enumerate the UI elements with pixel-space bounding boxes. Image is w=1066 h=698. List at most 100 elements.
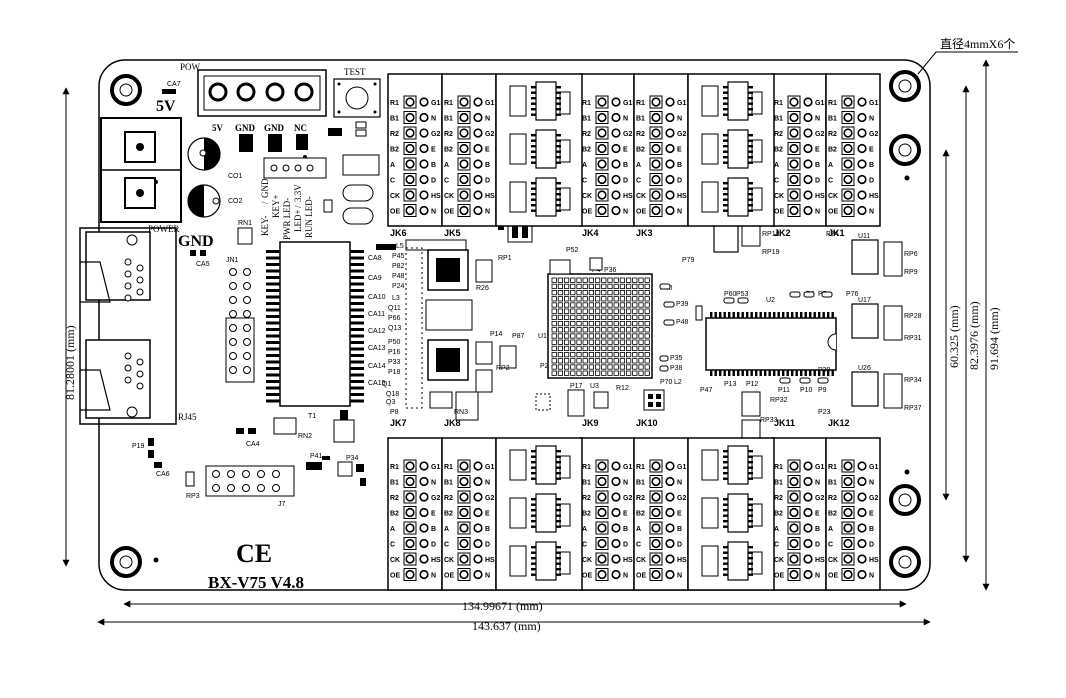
svg-text:RP3: RP3	[186, 493, 200, 500]
svg-text:P74: P74	[826, 231, 839, 238]
svg-text:RP9: RP9	[904, 269, 918, 276]
pin-label: C	[582, 542, 587, 549]
svg-text:P41: P41	[310, 453, 323, 460]
dimension-lines	[62, 51, 1018, 626]
pin-label: N	[623, 573, 628, 580]
pin-label: R2	[582, 495, 591, 502]
pin-label: CK	[636, 557, 646, 564]
status-labels: KEY- / GND KEY+ PWR LED- LED+ / 3.3V RUN…	[260, 178, 314, 240]
pin-label: HS	[431, 193, 441, 200]
transformer-t1	[266, 241, 364, 407]
connector-label: JK9	[582, 418, 599, 428]
power-terminal	[197, 69, 327, 117]
chip-u2	[705, 312, 837, 376]
pin-label: R1	[444, 100, 453, 107]
pin-label: G1	[677, 464, 686, 471]
pin-label: HS	[485, 557, 495, 564]
pin-label: E	[815, 147, 820, 154]
svg-text:CA8: CA8	[368, 255, 382, 262]
pin-label: B2	[444, 511, 453, 518]
pin-label: D	[869, 542, 874, 549]
pin-label: B2	[774, 511, 783, 518]
pin-label: D	[815, 178, 820, 185]
connector-label: JK3	[636, 228, 653, 238]
pin-label: B1	[582, 480, 591, 487]
pin-label: HS	[869, 557, 879, 564]
pin-label: C	[636, 178, 641, 185]
pin-label: A	[390, 162, 395, 169]
pin-label: B1	[582, 116, 591, 123]
pin-label: B	[623, 526, 628, 533]
pin-label: G1	[869, 464, 878, 471]
pin-label: E	[431, 147, 436, 154]
pin-label: OE	[582, 573, 592, 580]
pin-label: B	[815, 162, 820, 169]
pin-label: D	[485, 542, 490, 549]
buffer-chip-column	[687, 73, 775, 227]
test-button	[333, 78, 381, 118]
pin-label: R2	[774, 131, 783, 138]
pin-label: C	[444, 542, 449, 549]
svg-text:CO2: CO2	[228, 198, 243, 205]
pin-label: D	[815, 542, 820, 549]
ce-mark: CE	[236, 539, 272, 568]
pin-label: D	[677, 178, 682, 185]
svg-text:P35: P35	[670, 355, 683, 362]
svg-text:KEY-: KEY-	[260, 216, 270, 237]
svg-text:KEY+: KEY+	[271, 194, 281, 218]
svg-text:CA14: CA14	[368, 363, 386, 370]
pin-label: OE	[582, 209, 592, 216]
pin-label: B2	[582, 511, 591, 518]
pin-label: OE	[828, 209, 838, 216]
svg-text:JN1: JN1	[226, 257, 239, 264]
pin-label: B	[623, 162, 628, 169]
pin-label: G2	[869, 495, 878, 502]
svg-text:P33: P33	[388, 359, 401, 366]
pin-label: C	[774, 178, 779, 185]
pin-label: N	[623, 480, 628, 487]
pin-label: R2	[636, 131, 645, 138]
pin-label: E	[485, 147, 490, 154]
pin-label: R2	[444, 131, 453, 138]
pin-label: CK	[636, 193, 646, 200]
pin-label: CK	[828, 193, 838, 200]
svg-text:RP19: RP19	[762, 249, 780, 256]
svg-text:/: /	[293, 205, 303, 208]
pin-label: E	[677, 147, 682, 154]
pin-label: G1	[815, 100, 824, 107]
pin-label: G2	[815, 495, 824, 502]
connector-label: JK7	[390, 418, 407, 428]
svg-text:U2: U2	[766, 297, 775, 304]
pin-label: N	[677, 116, 682, 123]
pin-label: N	[815, 480, 820, 487]
svg-text:RN2: RN2	[298, 433, 312, 440]
svg-text:CA6: CA6	[156, 471, 170, 478]
svg-text:P13: P13	[724, 381, 737, 388]
pin-label: HS	[623, 193, 633, 200]
label-gnd-2: GND	[264, 123, 285, 133]
pin-label: R2	[774, 495, 783, 502]
svg-text:P79: P79	[682, 257, 695, 264]
pin-label: E	[623, 147, 628, 154]
pin-label: B	[815, 526, 820, 533]
buffer-chip-column	[495, 73, 583, 227]
pin-label: G2	[431, 495, 440, 502]
pin-label: E	[485, 511, 490, 518]
pin-label: N	[431, 480, 436, 487]
svg-text:P66: P66	[388, 315, 401, 322]
svg-text:RP2: RP2	[496, 365, 510, 372]
svg-text:RN1: RN1	[238, 220, 252, 227]
pin-label: G2	[623, 495, 632, 502]
pin-label: HS	[431, 557, 441, 564]
mid-ics	[376, 221, 533, 421]
pin-label: R1	[774, 464, 783, 471]
svg-text:P47: P47	[700, 387, 713, 394]
pin-label: G1	[485, 464, 494, 471]
label-rj45: RJ45	[178, 412, 197, 422]
